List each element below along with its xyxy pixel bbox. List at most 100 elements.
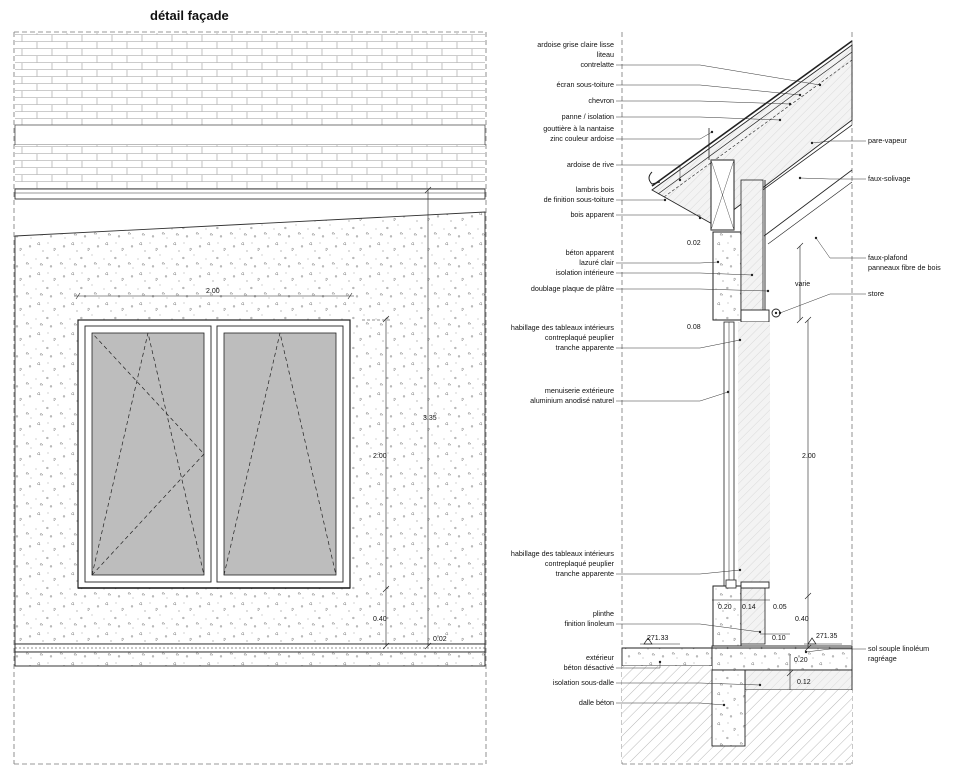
reveal-lining [738,322,770,582]
leader-dot-left-1 [798,93,802,97]
leader-dot-left-16 [758,683,762,687]
dim-008: 0.08 [687,324,701,331]
insulation-lower [740,587,766,645]
tilt-opening-right [223,332,337,576]
turn-opening-left [91,332,205,576]
label-left-15-line-1: béton désactivé [564,663,614,672]
label-left-6-line-1: de finition sous-toiture [544,195,614,204]
dim-window-height: 2.00 [373,453,387,460]
label-left-9-line-0: isolation intérieure [556,268,614,277]
dim-040: 0.40 [795,616,809,623]
leader-left-15 [616,662,661,669]
leader-left-0 [616,64,821,86]
dim-facade-height: 3.35 [423,415,437,422]
label-left-11-line-2: tranche apparente [556,343,614,352]
ridge-band [14,124,486,146]
label-left-13-line-2: tranche apparente [556,569,614,578]
roof-slates-lower [15,145,485,189]
leader-dot-left-0 [818,83,822,87]
ceiling-line [763,169,853,237]
label-left-12-line-0: menuiserie extérieure [545,386,614,395]
dim-ground-offset: 0.02 [433,636,447,643]
leader-dot-left-2 [788,102,792,106]
label-right-4-line-1: ragréage [868,654,897,663]
dim-opening: 2.00 [802,453,816,460]
leader-left-12 [616,391,729,402]
label-left-4-line-1: zinc couleur ardoise [550,134,614,143]
leader-left-16 [616,682,761,686]
dim-012: 0.12 [797,679,811,686]
section-labels-right: pare-vapeurfaux-solivagefaux-plafondpann… [778,136,941,663]
dim-window-width: 2.00 [206,288,220,295]
leader-left-17 [616,702,725,706]
leader-dot-right-4 [804,650,808,654]
label-left-0-line-2: contrelatte [580,60,614,69]
concrete-upper [712,231,742,321]
leader-left-4 [616,131,713,140]
leader-dot-left-4 [710,130,714,134]
tilt-opening-left [91,332,205,576]
label-left-2-line-0: chevron [588,96,614,105]
leader-left-5 [616,164,681,180]
gutter-band [14,188,486,200]
dim-020: 0.20 [718,604,732,611]
label-left-14-line-0: plinthe [593,609,614,618]
wall-section: 0.02 0.08 varie 2.00 0.20 0.14 0.05 0.40… [621,32,853,765]
label-left-15-line-0: extérieur [586,653,615,662]
label-left-11-line-1: contreplaqué peuplier [545,333,615,342]
dim-002: 0.02 [687,240,701,247]
leader-left-13 [616,569,741,575]
leader-left-14 [616,623,761,633]
leader-left-7 [616,214,701,218]
leader-dot-left-11 [738,338,742,342]
leader-dot-left-3 [778,118,782,122]
section-labels-left: ardoise grise claire lisseliteaucontrela… [511,40,822,707]
leader-dot-left-8 [716,260,720,264]
foundation [711,669,746,747]
label-left-14-line-1: finition linoleum [564,619,614,628]
label-left-10-line-0: doublage plaque de plâtre [531,284,614,293]
leader-right-1 [799,177,866,180]
facade-dimensions [74,186,432,650]
ground-line [14,643,486,653]
roof-slates-upper [15,33,485,125]
leader-left-11 [616,339,741,349]
label-left-16-line-0: isolation sous-dalle [553,678,614,687]
leader-right-3 [779,293,866,314]
label-right-2-line-1: panneaux fibre de bois [868,263,941,272]
exterior-paving [621,647,713,667]
dim-005: 0.05 [773,604,787,611]
section-dimension-lines [712,242,812,690]
roof-insulation [651,44,853,226]
label-left-13-line-0: habillage des tableaux intérieurs [511,549,614,558]
leader-dot-left-13 [738,568,742,572]
label-right-2-line-0: faux-plafond [868,253,908,262]
window-glass-right [223,332,337,576]
label-left-3-line-0: panne / isolation [562,112,614,121]
leader-left-2 [616,100,791,105]
window [77,319,351,589]
leader-dot-left-17 [722,703,726,707]
leader-right-4 [805,648,866,653]
dim-sill-height: 0.40 [373,616,387,623]
insulation-upper [740,179,764,321]
dim-varie: varie [795,281,810,288]
leader-left-3 [616,116,781,121]
drawing-title: détail façade [150,8,229,23]
label-left-8-line-0: béton apparent [566,248,614,257]
label-right-4-line-0: sol souple linoléum [868,644,929,653]
gutter [648,171,661,185]
label-left-8-line-1: lazuré clair [579,258,614,267]
label-left-12-line-1: aluminium anodisé naturel [530,396,614,405]
leader-dot-right-2 [814,236,818,240]
label-left-1-line-0: écran sous-toiture [556,80,614,89]
leader-left-9 [616,272,753,276]
label-left-11-line-0: habillage des tableaux intérieurs [511,323,614,332]
label-right-1-line-0: faux-solivage [868,174,910,183]
leader-dot-right-3 [778,311,782,315]
leader-dot-left-10 [766,289,770,293]
leader-dot-left-9 [750,273,754,277]
level-ext: 271.33 [647,635,669,642]
